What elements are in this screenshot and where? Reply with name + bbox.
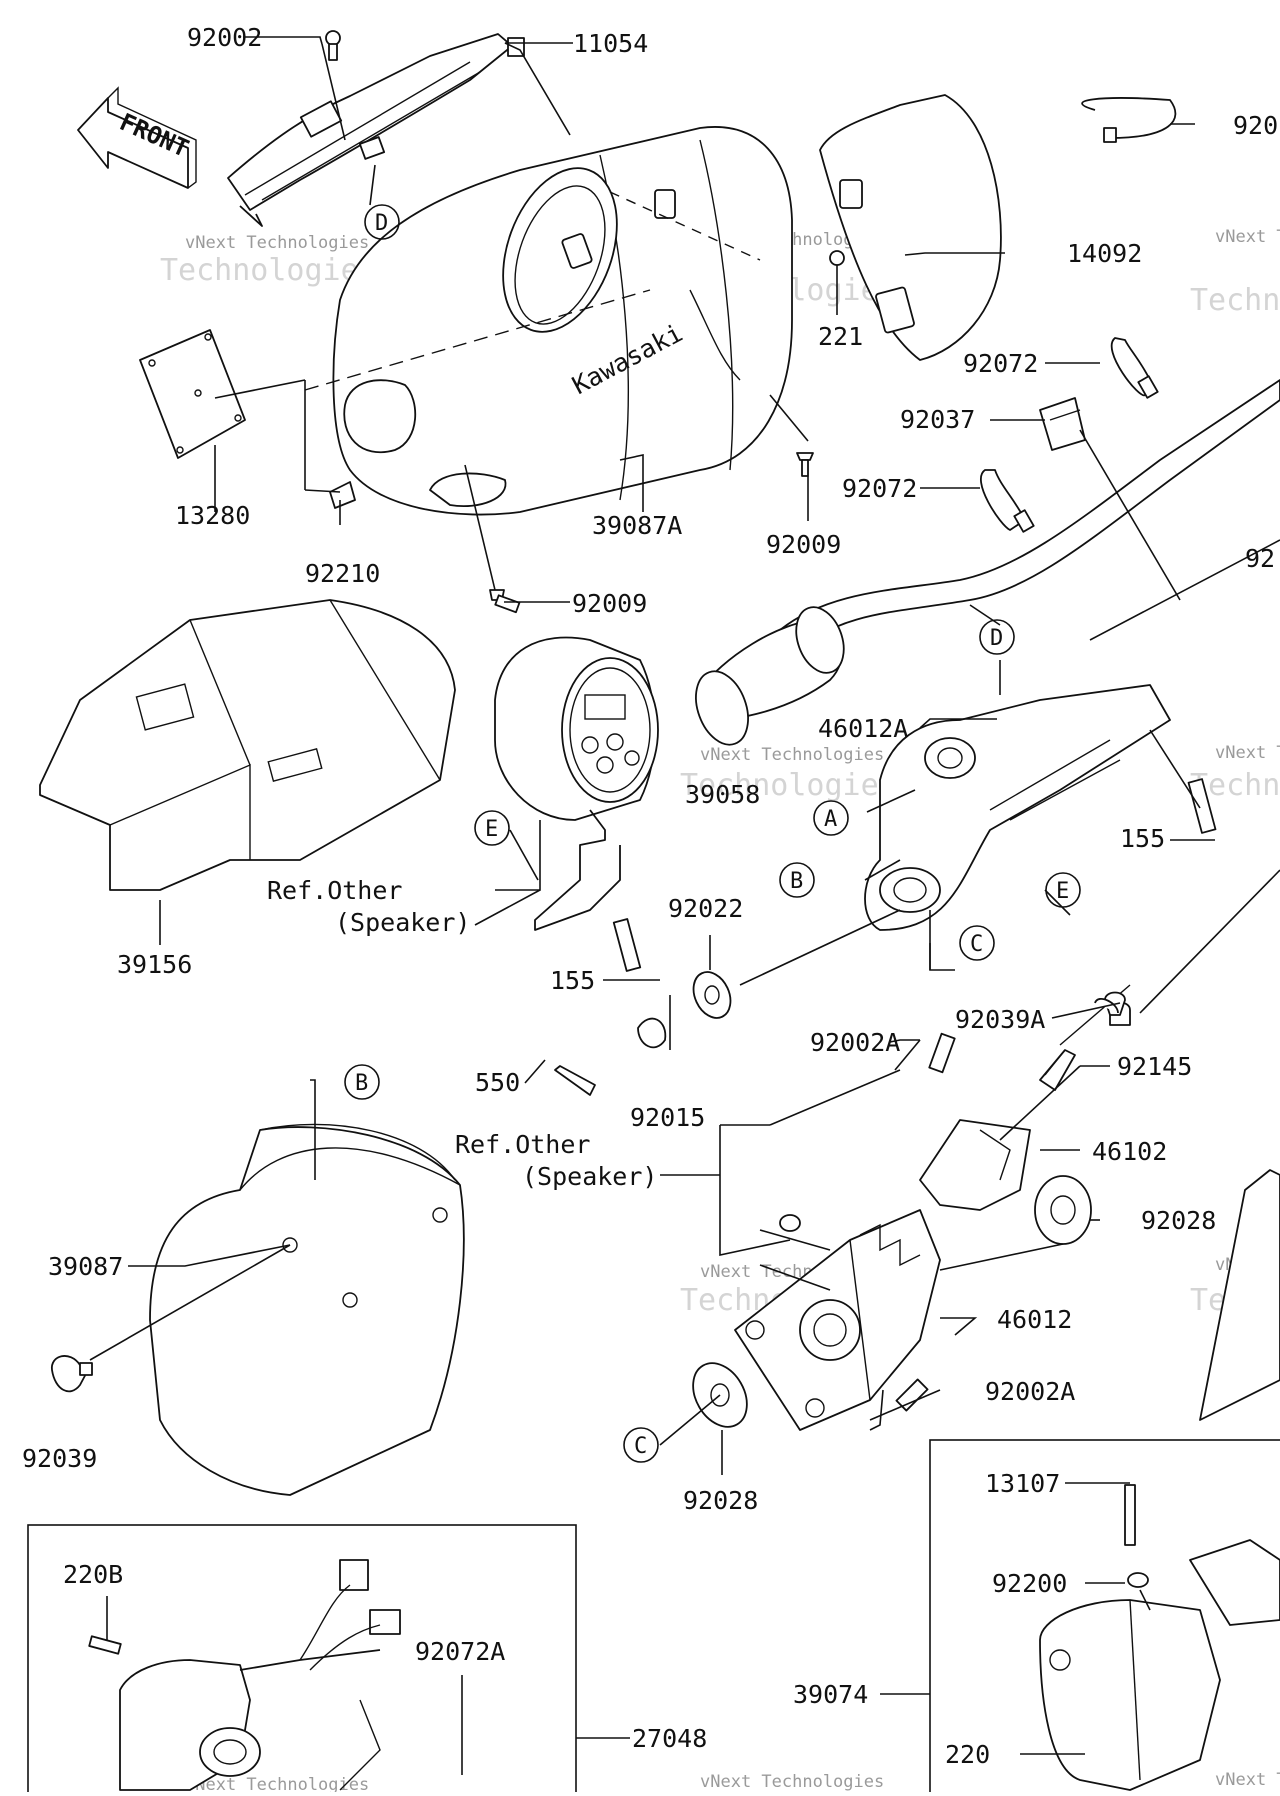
bottom-left-box [27,1524,577,1796]
part-label: 550 [475,1068,520,1097]
part-label: 92072 [842,474,917,503]
part-label: 92002A [985,1377,1075,1406]
part-label: 92039A [955,1005,1045,1034]
watermark: Technologies [160,253,377,288]
callout-circle [813,800,849,836]
ref-label: Ref.Other [267,876,402,905]
part-label: 39087A [592,511,682,540]
cover-drawing [819,94,1002,361]
part-label: 155 [1120,824,1165,853]
part-label: 92037 [900,405,975,434]
watermark: Technologies [680,768,897,803]
watermark: vNext Technologies [185,233,369,253]
watermark: vNext Technologies [700,1772,884,1792]
fastener-drawings [329,250,845,614]
part-label: 92015 [630,1103,705,1132]
part-labels: 92002 11054 920 14092 221 92072 92037 92… [22,23,1278,1769]
callout-circle [979,619,1015,655]
part-label: 14092 [1067,239,1142,268]
part-label: 39087 [48,1252,123,1281]
part-label: 11054 [573,29,648,58]
bottom-right-box [929,1439,1280,1796]
part-label: 92009 [572,589,647,618]
ref-label: (Speaker) [522,1162,657,1191]
strap-drawings [979,97,1177,533]
callout-e-left: E [485,817,498,842]
callout-circle [1045,872,1081,908]
part-label: 92145 [1117,1052,1192,1081]
ref-labels: Ref.Other (Speaker) Ref.Other (Speaker) [267,876,657,1191]
callout-d-top: D [375,211,388,236]
part-label: 13280 [175,501,250,530]
bottom-left-assembly-drawing [88,1559,401,1791]
part-label: 39156 [117,950,192,979]
callout-b-mid: B [790,869,803,894]
callouts: D D A B C E E B C [344,204,1081,1463]
callout-circle [623,1427,659,1463]
part-label: 155 [550,966,595,995]
speaker-unit-drawing [494,636,659,931]
clamp-drawing [864,684,1171,931]
mount-bracket-drawing [227,30,525,227]
callout-e-right: E [1056,879,1069,904]
part-label: 46012A [818,714,908,743]
part-label: 221 [818,322,863,351]
part-label: 92022 [668,894,743,923]
leader-lines [89,36,1280,1775]
callout-b-low: B [355,1071,368,1096]
callout-a: A [824,807,837,832]
handlebar-drawing [695,379,1280,746]
cowl-drawing: Kawasaki [304,126,793,516]
speaker-housing-drawing [39,599,456,891]
watermark: vNext Technologies [1215,743,1280,763]
part-label: 27048 [632,1724,707,1753]
plate-drawing [139,329,246,459]
watermark: vNext Technologies [185,1775,369,1792]
part-label: 92039 [22,1444,97,1473]
lower-cowl-drawing [149,1123,465,1496]
part-label: 92028 [683,1486,758,1515]
part-label: 39058 [685,780,760,809]
part-label: 92028 [1141,1206,1216,1235]
watermark: Technologies [1190,283,1280,318]
part-label: 92002 [187,23,262,52]
switch-block-drawing [919,1049,1076,1211]
lower-clamp-drawing [734,1209,941,1431]
part-label: 92 [1245,544,1275,573]
front-arrow-icon: FRONT [77,86,197,189]
callout-c-mid: C [970,932,983,957]
part-label: 13107 [985,1469,1060,1498]
part-label: 920 [1233,111,1278,140]
part-label: 39074 [793,1680,868,1709]
callout-circle [344,1064,380,1100]
watermark: vNext Technologies [1215,1770,1280,1790]
bottom-right-assembly-drawing [1039,1169,1280,1791]
part-label: 220B [63,1560,123,1589]
ref-label: Ref.Other [455,1130,590,1159]
part-label: 92072 [963,349,1038,378]
watermark: vNext Technologies [1215,227,1280,247]
callout-circle [474,810,510,846]
callout-circle [779,862,815,898]
part-label: 92002A [810,1028,900,1057]
callout-c-low: C [634,1434,647,1459]
callout-circle [959,925,995,961]
part-label: 46012 [997,1305,1072,1334]
callout-d-right: D [990,626,1003,651]
part-label: 46102 [1092,1137,1167,1166]
ref-label: (Speaker) [335,908,470,937]
part-label: 92210 [305,559,380,588]
part-label: 220 [945,1740,990,1769]
callout-circle [364,204,400,240]
part-label: 92200 [992,1569,1067,1598]
watermark: vNext Technologies [700,745,884,765]
part-label: 92009 [766,530,841,559]
part-label: 92072A [415,1637,505,1666]
